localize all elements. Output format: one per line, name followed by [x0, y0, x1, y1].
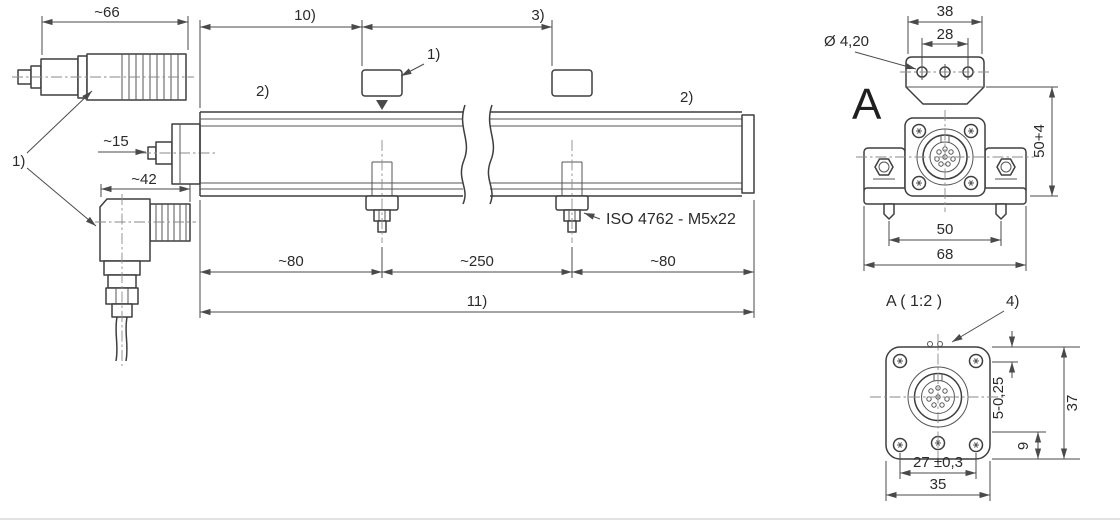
dim-label-68: 68	[937, 246, 954, 263]
cable	[115, 316, 128, 362]
dim-label-11: 11)	[467, 293, 488, 310]
note-2-right: 2)	[680, 89, 693, 106]
leader-line	[583, 212, 601, 220]
dim-cable-length: ~66	[41, 4, 189, 55]
end-view-a: 38 28 Ø 4,20 A	[824, 3, 1058, 271]
clamp-top-block	[551, 69, 593, 97]
sensor-main-body-side-view	[140, 104, 755, 205]
dim-top-row: 10) 3)	[199, 7, 553, 108]
hex-bolt-left	[874, 158, 894, 176]
leader-line	[400, 63, 425, 77]
dim-label-5: 5-0,25	[990, 377, 1007, 420]
clamp-top-block	[361, 69, 403, 97]
dim-label-50-4: 50+4	[1031, 124, 1048, 158]
note-2-left: 2)	[256, 83, 269, 100]
vent-mark	[937, 341, 943, 347]
note-1-clamp-label: 1)	[427, 46, 440, 63]
dim-label-50: 50	[937, 221, 954, 238]
dim-bottom-rows: ~80 ~250 ~80 11)	[199, 200, 755, 318]
note-1-label: 1)	[12, 153, 25, 170]
angled-cable-connector-side-view: ~42	[95, 171, 196, 366]
detail-view-a: A ( 1:2 ) 4) 5-0,25 37	[870, 293, 1081, 501]
connector-keyway	[933, 374, 943, 381]
break-line	[460, 104, 468, 205]
dim-label-38: 38	[937, 3, 954, 20]
dim-rod: ~15	[98, 133, 146, 156]
leader-line	[26, 90, 93, 154]
screw-down-left	[883, 203, 895, 220]
dim-label-42: ~42	[131, 171, 156, 188]
view-a-letter: A	[852, 80, 882, 129]
left-end-cap	[171, 123, 201, 185]
dim-label-37: 37	[1064, 395, 1081, 412]
note-cable-connectors: 1)	[12, 90, 97, 227]
screw-spec-note: ISO 4762 - M5x22	[583, 211, 736, 228]
straight-cable-connector-side-view	[12, 53, 194, 101]
vent-mark	[927, 341, 933, 347]
dim-label-15: ~15	[103, 133, 128, 150]
note-clamp: 1)	[400, 46, 440, 77]
dim-label-9: 9	[1015, 442, 1032, 450]
dim-label-28: 28	[937, 26, 954, 43]
dim-label-10: 10)	[294, 7, 316, 24]
mounting-clamp-1	[361, 69, 403, 243]
dim-label-3: 3)	[531, 7, 544, 24]
detail-title: A ( 1:2 )	[886, 293, 942, 310]
right-end-cap	[741, 114, 755, 194]
leader-line	[26, 167, 97, 227]
connector-keyway	[940, 135, 950, 142]
hex-bolt-right	[996, 158, 1016, 176]
hole-dia-label: Ø 4,20	[824, 33, 869, 50]
dim-label-80-right: ~80	[650, 253, 675, 270]
screw-down-right	[995, 203, 1007, 220]
leader-line	[854, 51, 917, 70]
dim-label-27: 27 ±0,3	[913, 454, 963, 471]
note-4-label: 4)	[1006, 293, 1019, 310]
screw-spec-label: ISO 4762 - M5x22	[606, 211, 736, 228]
mounting-clamp-2	[551, 69, 593, 243]
leader-line	[951, 310, 1005, 343]
break-line	[487, 104, 495, 205]
dim-label-80-left: ~80	[278, 253, 303, 270]
dim-label-35: 35	[930, 476, 947, 493]
dim-label-66: ~66	[94, 4, 119, 21]
dim-label-250: ~250	[460, 253, 494, 270]
position-marker	[376, 100, 388, 110]
